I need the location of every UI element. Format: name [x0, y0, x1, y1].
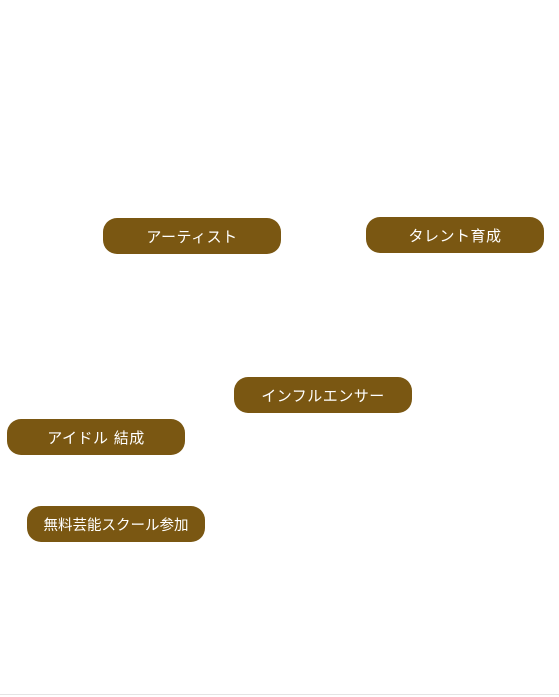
tag-label: アイドル 結成: [47, 428, 145, 447]
divider: [0, 694, 559, 695]
tag-label: タレント育成: [408, 226, 502, 245]
tag-label: アーティスト: [146, 227, 238, 246]
tag-label: インフルエンサー: [261, 386, 385, 405]
tag-talent-training-button[interactable]: タレント育成: [366, 217, 544, 253]
tag-influencer-button[interactable]: インフルエンサー: [234, 377, 412, 413]
tag-free-school-button[interactable]: 無料芸能スクール参加: [27, 506, 205, 542]
tag-label: 無料芸能スクール参加: [43, 517, 189, 534]
tag-idol-formation-button[interactable]: アイドル 結成: [7, 419, 185, 455]
tag-artist-button[interactable]: アーティスト: [103, 218, 281, 254]
